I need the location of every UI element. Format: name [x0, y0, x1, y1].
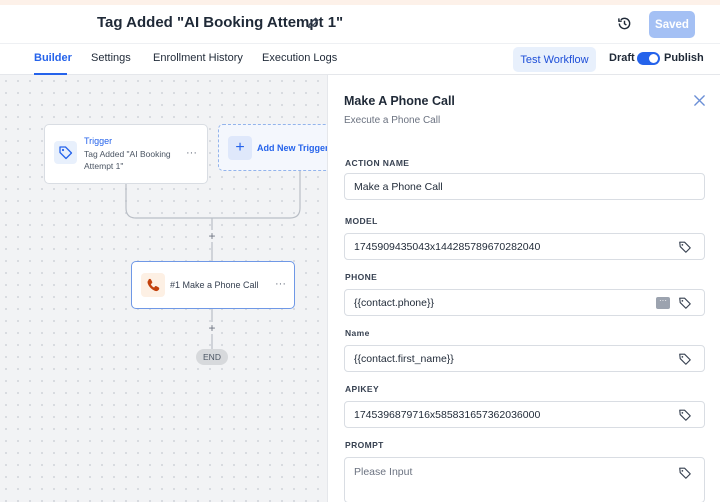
- prompt-field[interactable]: [344, 457, 705, 502]
- phone-field[interactable]: ···: [344, 289, 705, 316]
- add-step-plus-icon[interactable]: +: [206, 322, 218, 334]
- tab-builder[interactable]: Builder: [34, 52, 72, 64]
- apikey-input[interactable]: [354, 402, 654, 427]
- tab-execution-logs[interactable]: Execution Logs: [262, 52, 338, 64]
- tag-icon[interactable]: [678, 240, 692, 254]
- model-field[interactable]: [344, 233, 705, 260]
- prompt-label: PROMPT: [345, 440, 384, 450]
- phone-label: PHONE: [345, 272, 378, 282]
- add-trigger-label: Add New Trigger: [257, 143, 327, 153]
- publish-toggle[interactable]: [637, 52, 660, 65]
- close-icon[interactable]: [693, 94, 706, 107]
- toggle-knob: [649, 54, 658, 63]
- prompt-input[interactable]: [354, 462, 654, 482]
- top-strip: [0, 0, 720, 5]
- phone-icon: [147, 278, 160, 292]
- active-tab-indicator: [34, 73, 67, 75]
- action-settings-panel: Make A Phone Call Execute a Phone Call A…: [327, 75, 720, 502]
- action-name-field[interactable]: [344, 173, 705, 200]
- publish-label: Publish: [664, 52, 704, 64]
- name-label: Name: [345, 328, 370, 338]
- trigger-more-icon[interactable]: ···: [186, 147, 197, 159]
- add-step-plus-icon[interactable]: +: [206, 230, 218, 242]
- trigger-card[interactable]: Trigger Tag Added "AI Booking Attempt 1"…: [44, 124, 208, 184]
- plus-icon: +: [228, 136, 252, 160]
- workflow-canvas[interactable]: Trigger Tag Added "AI Booking Attempt 1"…: [0, 75, 327, 502]
- panel-title: Make A Phone Call: [344, 94, 455, 108]
- tag-icon[interactable]: [678, 408, 692, 422]
- tab-enrollment-history[interactable]: Enrollment History: [153, 52, 243, 64]
- apikey-label: APIKEY: [345, 384, 380, 394]
- name-field[interactable]: [344, 345, 705, 372]
- panel-subtitle: Execute a Phone Call: [344, 115, 441, 126]
- tag-icon[interactable]: [678, 352, 692, 366]
- tag-icon[interactable]: [678, 296, 692, 310]
- test-workflow-button[interactable]: Test Workflow: [513, 47, 596, 72]
- action-label: #1 Make a Phone Call: [170, 280, 259, 290]
- saved-button[interactable]: Saved: [649, 11, 695, 38]
- tag-icon: [59, 146, 73, 160]
- trigger-title: Trigger: [84, 136, 113, 146]
- header: Tag Added "AI Booking Attempt 1" Saved: [0, 5, 720, 43]
- action-name-label: ACTION NAME: [345, 158, 410, 168]
- trigger-description: Tag Added "AI Booking Attempt 1": [84, 149, 171, 171]
- end-node: END: [196, 349, 228, 365]
- add-trigger-button[interactable]: + Add New Trigger: [218, 124, 327, 171]
- phone-input[interactable]: [354, 290, 654, 315]
- model-label: MODEL: [345, 216, 378, 226]
- tab-bar: Builder Settings Enrollment History Exec…: [0, 43, 720, 75]
- pencil-icon[interactable]: [306, 16, 320, 30]
- action-more-icon[interactable]: ···: [275, 278, 286, 290]
- workflow-title: Tag Added "AI Booking Attempt 1": [97, 14, 344, 31]
- model-input[interactable]: [354, 234, 654, 259]
- apikey-field[interactable]: [344, 401, 705, 428]
- name-input[interactable]: [354, 346, 654, 371]
- draft-label: Draft: [609, 52, 635, 64]
- action-card[interactable]: #1 Make a Phone Call ···: [131, 261, 295, 309]
- tag-icon[interactable]: [678, 466, 692, 480]
- connector-lines: [125, 171, 301, 349]
- dots-icon[interactable]: ···: [656, 297, 670, 309]
- phone-icon-box: [141, 273, 165, 297]
- history-icon[interactable]: [617, 16, 632, 31]
- tab-settings[interactable]: Settings: [91, 52, 131, 64]
- action-name-input[interactable]: [354, 174, 654, 199]
- trigger-icon-box: [54, 141, 77, 164]
